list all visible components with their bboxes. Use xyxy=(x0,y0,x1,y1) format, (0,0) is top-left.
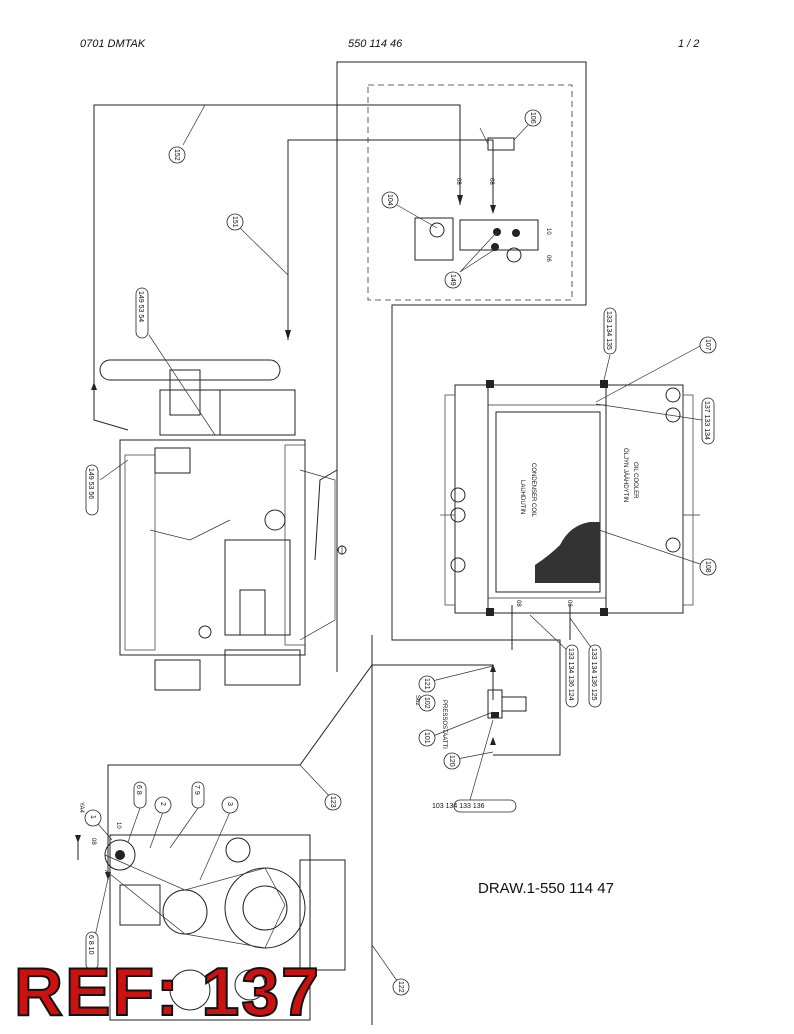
callout-133-134-136-125: 133 134 136 125 xyxy=(588,644,602,708)
pipe-left-drop xyxy=(93,390,129,431)
switch-type-label: PRESSOSTAATTI xyxy=(441,700,447,749)
svg-text:152: 152 xyxy=(173,149,180,161)
engine-front-view xyxy=(104,834,346,1021)
condenser-label-fi: LAUHDUTIN xyxy=(519,480,525,514)
header-drawing-number: 550 114 46 xyxy=(348,38,403,50)
svg-text:120: 120 xyxy=(448,755,455,767)
valve-housing-outline xyxy=(367,84,573,301)
port-label-6: 06 xyxy=(566,600,572,607)
svg-text:149 53 56: 149 53 56 xyxy=(87,468,94,499)
callout-152: 152 xyxy=(168,146,186,164)
callout-149-53-54: 149 53 54 xyxy=(135,287,149,339)
callout-149-53-56: 149 53 56 xyxy=(85,464,99,516)
callout-122: 122 xyxy=(392,978,410,996)
condenser-label-en: CONDENSER COIL xyxy=(530,463,536,518)
port-label-2: 08 xyxy=(488,178,494,185)
svg-text:3: 3 xyxy=(226,802,233,806)
svg-text:102: 102 xyxy=(423,697,430,709)
svg-text:149: 149 xyxy=(449,274,456,286)
callout-108: 108 xyxy=(699,558,717,576)
svg-text:7 9: 7 9 xyxy=(193,785,200,795)
pipe-routes xyxy=(75,61,587,1025)
svg-text:122: 122 xyxy=(397,981,404,993)
oil-cooler-shading xyxy=(535,522,600,583)
svg-text:6 8 10: 6 8 10 xyxy=(87,935,94,955)
port-label-8: 08 xyxy=(90,838,96,845)
switch-s62-label: S62 xyxy=(414,695,420,706)
svg-text:123: 123 xyxy=(329,796,336,808)
port-label-9: YA4 xyxy=(78,802,84,814)
callout-2: 2 xyxy=(154,796,172,814)
svg-text:133 134 136 124: 133 134 136 124 xyxy=(567,648,574,701)
flow-arrow-2 xyxy=(490,205,496,214)
callout-6-8-10: 6 8 10 xyxy=(85,931,99,971)
reference-stamp: REF: 137 xyxy=(13,954,321,1030)
port-label-4: 06 xyxy=(545,255,551,262)
oil-cooler-label-en: OIL COOLER xyxy=(632,462,638,499)
pipe-main-loop xyxy=(336,61,587,756)
flow-arrow-3 xyxy=(285,330,291,340)
port-label-5: 08 xyxy=(515,600,521,607)
header-document-code: 0701 DMTAK xyxy=(80,38,146,50)
svg-text:137 133 134: 137 133 134 xyxy=(703,401,710,440)
callout-123: 123 xyxy=(324,793,342,811)
svg-text:151: 151 xyxy=(231,216,238,228)
callout-3: 3 xyxy=(221,796,239,814)
pressure-switch: S62 PRESSOSTAATTI xyxy=(414,689,527,749)
port-label-7: 10 xyxy=(115,822,121,829)
callout-103-134-133-136: 103 134 133 136 xyxy=(432,799,517,813)
flow-arrow-7 xyxy=(490,664,496,672)
svg-text:133 134 135: 133 134 135 xyxy=(605,311,612,350)
flow-arrow-1 xyxy=(457,195,463,205)
callout-149: 149 xyxy=(444,271,462,289)
svg-text:103 134 133 136: 103 134 133 136 xyxy=(432,803,485,810)
svg-text:106: 106 xyxy=(529,112,536,124)
callout-102: 102 xyxy=(418,694,436,712)
pipe-152 xyxy=(93,104,461,390)
svg-text:121: 121 xyxy=(423,678,430,690)
callout-leaders xyxy=(92,104,704,986)
callout-107: 107 xyxy=(699,336,717,354)
svg-text:107: 107 xyxy=(704,339,711,351)
svg-text:101: 101 xyxy=(423,732,430,744)
callout-6-8: 6 8 xyxy=(133,781,147,809)
callout-104: 104 xyxy=(381,191,399,209)
valve-block xyxy=(414,127,539,263)
flow-arrow-8 xyxy=(490,737,496,745)
callout-151: 151 xyxy=(226,213,244,231)
svg-text:6 8: 6 8 xyxy=(135,785,142,795)
engine-side-view xyxy=(99,359,347,691)
callout-121: 121 xyxy=(418,675,436,693)
callout-1: 1 xyxy=(84,809,102,827)
cooler-unit: LAUHDUTIN CONDENSER COIL ÖLJYN JÄÄHDYTIN… xyxy=(440,380,700,616)
flow-arrow-6 xyxy=(75,835,81,843)
svg-text:149 53 54: 149 53 54 xyxy=(137,291,144,322)
callout-133-134-135: 133 134 135 xyxy=(603,307,617,355)
svg-text:1: 1 xyxy=(89,815,96,819)
svg-text:2: 2 xyxy=(159,802,166,806)
svg-text:108: 108 xyxy=(704,561,711,573)
pipe-123 xyxy=(107,764,300,880)
callout-106: 106 xyxy=(524,109,542,127)
callout-137-133-134: 137 133 134 xyxy=(701,397,715,445)
callout-101: 101 xyxy=(418,729,436,747)
pipe-151 xyxy=(287,139,494,340)
pipe-to-switch xyxy=(299,664,494,766)
svg-text:133 134 136 125: 133 134 136 125 xyxy=(590,648,597,701)
callout-120: 120 xyxy=(443,752,461,770)
port-label-3: 10 xyxy=(545,228,551,235)
callout-7-9: 7 9 xyxy=(191,781,205,809)
port-label-1: 08 xyxy=(455,178,461,185)
oil-cooler-label-fi: ÖLJYN JÄÄHDYTIN xyxy=(622,448,629,502)
svg-text:104: 104 xyxy=(386,194,393,206)
drawing-reference-label: DRAW.1-550 114 47 xyxy=(478,880,614,897)
flow-arrow-4 xyxy=(91,382,97,390)
pipe-engine-right xyxy=(314,469,338,561)
callout-133-134-136-124: 133 134 136 124 xyxy=(565,644,579,708)
header-page-number: 1 / 2 xyxy=(678,38,700,50)
